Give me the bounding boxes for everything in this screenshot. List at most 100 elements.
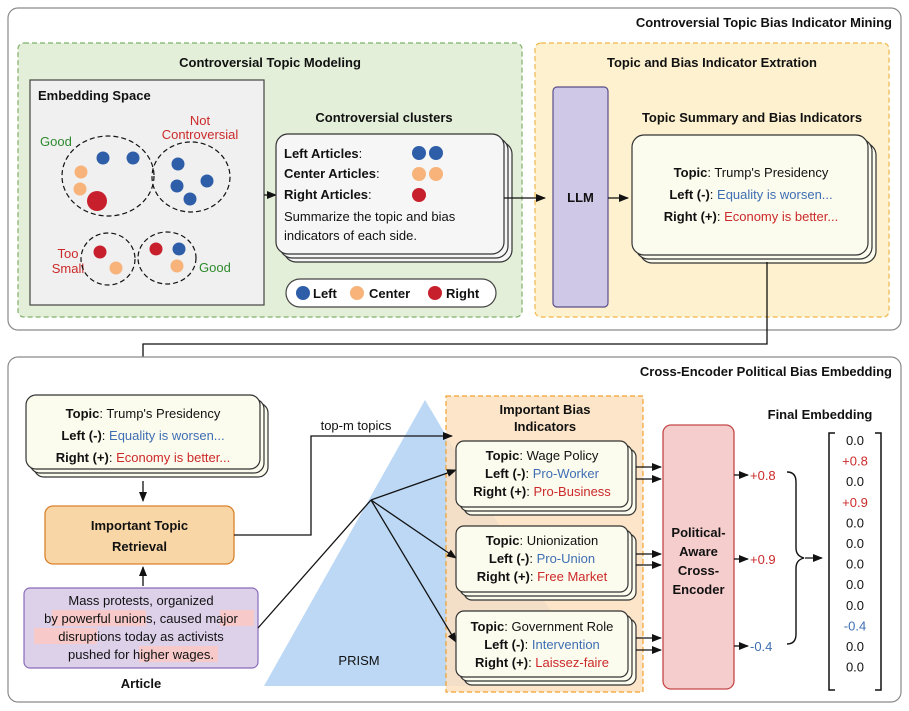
embedding-value: 0.0 (846, 433, 864, 448)
embedding-value: 0.0 (846, 598, 864, 613)
topic-card-left-row: Left (-): Equality is worsen... (61, 428, 224, 443)
summary-left-row: Left (-): Equality is worsen... (669, 187, 832, 202)
indicator-card-3: Topic: Government Role Left (-): Interve… (455, 610, 637, 686)
legend-right-dot (428, 286, 442, 300)
mining-title: Controversial Topic Bias Indicator Minin… (636, 15, 892, 30)
score-1: +0.8 (750, 468, 776, 483)
article-line-3: disruptions today as activists (58, 629, 224, 644)
cluster-not-controversial (151, 141, 231, 213)
embedding-points (73, 151, 214, 275)
summarize-line-1: Summarize the topic and bias (284, 209, 456, 224)
highlight-higher-wages (139, 646, 218, 662)
point-left (170, 179, 184, 193)
point-right (87, 191, 107, 211)
good-label-1: Good (40, 134, 72, 149)
point-center (170, 259, 184, 273)
vector-bracket-right (875, 432, 882, 691)
embedding-value: +0.8 (842, 454, 868, 469)
indicator-2-left: Left (-): Pro-Union (489, 551, 595, 566)
arrow-hub-to-card-1 (370, 469, 457, 501)
indicator-3-right: Right (+): Laissez-faire (475, 655, 609, 670)
legend (285, 278, 497, 308)
indicator-card-1: Topic: Wage Policy Left (-): Pro-Worker … (455, 440, 637, 516)
cluster-too-small (80, 232, 136, 286)
indicator-3-topic: Topic: Government Role (471, 619, 614, 634)
right-articles-row: Right Articles: (284, 187, 372, 202)
article-line-4: pushed for higher wages. (68, 647, 214, 662)
score-2: +0.9 (750, 552, 776, 567)
right-articles-dot (412, 188, 426, 202)
point-left (96, 151, 110, 165)
point-center (73, 182, 87, 196)
legend-right-label: Right (446, 286, 480, 301)
legend-left-label: Left (313, 286, 338, 301)
summary-card (631, 134, 869, 256)
point-right (93, 245, 107, 259)
retrieval-box (44, 505, 235, 565)
legend-center-dot (350, 286, 364, 300)
llm-label: LLM (567, 190, 594, 205)
final-embedding-values: 0.0+0.80.0+0.90.00.00.00.00.0-0.40.00.0 (842, 433, 868, 675)
embedding-value: 0.0 (846, 515, 864, 530)
too-small-label-2: Small (52, 261, 85, 276)
clusters-card (275, 133, 505, 255)
embedding-value: -0.4 (844, 618, 866, 633)
embedding-space-box (29, 79, 265, 306)
arrow-retrieval-to-indicators (234, 432, 453, 536)
modeling-title: Controversial Topic Modeling (179, 55, 361, 70)
indicator-1-right: Right (+): Pro-Business (473, 484, 611, 499)
encoder-label-2: Aware (679, 544, 718, 559)
indicator-2-right: Right (+): Free Market (477, 569, 608, 584)
point-center (109, 261, 123, 275)
embedding-value: 0.0 (846, 577, 864, 592)
not-controversial-label-2: Controversial (162, 127, 239, 142)
cluster-good-1 (61, 135, 155, 217)
point-left (171, 157, 185, 171)
embedding-value: 0.0 (846, 474, 864, 489)
indicator-card-2: Topic: Unionization Left (-): Pro-Union … (455, 525, 637, 601)
article-line-2: by powerful unions, caused major (44, 611, 238, 626)
article-highlights (34, 610, 254, 662)
arrow-hub-to-card-2 (370, 499, 457, 559)
not-controversial-label-1: Not (190, 113, 211, 128)
topic-card-topic-row: Topic: Trump's Presidency (66, 406, 221, 421)
point-right (149, 242, 163, 256)
highlight-powerful-unions (52, 610, 146, 626)
point-left (183, 192, 197, 206)
point-left (200, 174, 214, 188)
retrieval-label-1: Important Topic (91, 518, 188, 533)
embedding-value: 0.0 (846, 536, 864, 551)
article-caption: Article (121, 676, 161, 691)
important-title-2: Indicators (514, 419, 576, 434)
point-center (74, 165, 88, 179)
topic-card (25, 394, 261, 470)
left-articles-row: Left Articles: (284, 146, 362, 161)
highlight-major (220, 610, 254, 626)
arrow-article-to-hub (257, 499, 372, 629)
important-title-1: Important Bias (499, 402, 590, 417)
extraction-title: Topic and Bias Indicator Extration (607, 55, 817, 70)
prism-label: PRISM (338, 653, 379, 668)
encoder-label-1: Political- (671, 525, 725, 540)
embedding-space-title: Embedding Space (38, 88, 151, 103)
vector-bracket-left (828, 432, 835, 691)
legend-center-label: Center (369, 286, 410, 301)
center-articles-dot (429, 167, 443, 181)
encoder-label-4: Encoder (672, 582, 724, 597)
summary-title: Topic Summary and Bias Indicators (642, 110, 862, 125)
cluster-good-2 (137, 231, 197, 285)
embedding-value: +0.9 (842, 495, 868, 510)
clusters-title: Controversial clusters (315, 110, 452, 125)
center-articles-dot (412, 167, 426, 181)
llm-box (552, 86, 609, 308)
embedding-value: 0.0 (846, 660, 864, 675)
left-articles-dot (429, 146, 443, 160)
indicator-3-left: Left (-): Intervention (484, 637, 600, 652)
final-embedding-title: Final Embedding (768, 407, 873, 422)
topic-card-right-row: Right (+): Economy is better... (56, 450, 230, 465)
indicator-2-topic: Topic: Unionization (486, 533, 598, 548)
retrieval-label-2: Retrieval (112, 539, 167, 554)
embedding-value: 0.0 (846, 639, 864, 654)
summary-right-row: Right (+): Economy is better... (664, 209, 838, 224)
top-m-label: top-m topics (321, 418, 392, 433)
